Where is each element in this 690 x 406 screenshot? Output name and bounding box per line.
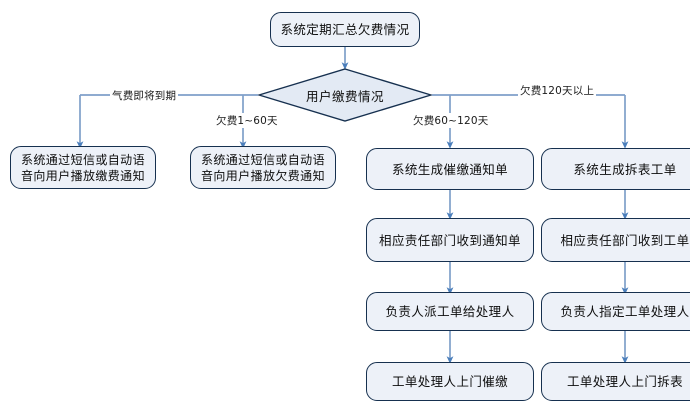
edge-label-arrears-120-plus: 欠费120天以上 [518, 83, 597, 98]
node-branch4-onsite-remove-meter[interactable]: 工单处理人上门拆表 [541, 362, 690, 401]
edge-label-arrears-120-plus-text: 欠费120天以上 [520, 85, 595, 97]
node-branch4-generate-workorder-label: 系统生成拆表工单 [573, 161, 677, 177]
node-branch3-assign-handler[interactable]: 负责人派工单给处理人 [366, 292, 534, 331]
node-branch4-dept-receives[interactable]: 相应责任部门收到工单 [541, 218, 690, 262]
node-branch4-designate-handler-label: 负责人指定工单处理人 [560, 304, 690, 319]
edge-label-gas-due-text: 气费即将到期 [112, 90, 177, 102]
edge-label-arrears-1-60: 欠费1~60天 [214, 113, 280, 128]
node-branch4-designate-handler[interactable]: 负责人指定工单处理人 [541, 292, 690, 331]
node-decision[interactable]: 用户缴费情况 [258, 68, 432, 122]
edge-label-arrears-60-120: 欠费60~120天 [411, 113, 491, 128]
node-branch1-notify-payment[interactable]: 系统通过短信或自动语音向用户播放缴费通知 [10, 146, 156, 189]
node-branch3-generate-notice-label: 系统生成催缴通知单 [391, 161, 509, 177]
node-branch4-dept-receives-label: 相应责任部门收到工单 [560, 232, 690, 248]
node-start[interactable]: 系统定期汇总欠费情况 [270, 12, 420, 47]
diamond-shape-icon [258, 68, 432, 122]
node-branch4-generate-workorder[interactable]: 系统生成拆表工单 [541, 148, 690, 190]
edge-label-arrears-60-120-text: 欠费60~120天 [413, 115, 489, 127]
node-branch1-notify-payment-label: 系统通过短信或自动语音向用户播放缴费通知 [20, 152, 145, 183]
node-branch3-dept-receives[interactable]: 相应责任部门收到通知单 [366, 218, 534, 262]
node-branch3-dept-receives-label: 相应责任部门收到通知单 [379, 232, 521, 248]
node-branch2-notify-arrears[interactable]: 系统通过短信或自动语音向用户播放欠费通知 [190, 146, 336, 189]
node-start-label: 系统定期汇总欠费情况 [280, 22, 410, 37]
edge-label-arrears-1-60-text: 欠费1~60天 [216, 115, 278, 127]
node-branch2-notify-arrears-label: 系统通过短信或自动语音向用户播放欠费通知 [200, 152, 325, 183]
node-decision-label: 用户缴费情况 [305, 88, 384, 104]
node-branch3-generate-notice[interactable]: 系统生成催缴通知单 [366, 148, 534, 190]
edge-label-gas-due: 气费即将到期 [110, 88, 179, 103]
node-branch3-onsite-collect-label: 工单处理人上门催缴 [391, 374, 509, 389]
node-branch3-assign-handler-label: 负责人派工单给处理人 [385, 304, 515, 319]
node-branch3-onsite-collect[interactable]: 工单处理人上门催缴 [366, 362, 534, 401]
node-branch4-onsite-remove-meter-label: 工单处理人上门拆表 [566, 374, 684, 389]
